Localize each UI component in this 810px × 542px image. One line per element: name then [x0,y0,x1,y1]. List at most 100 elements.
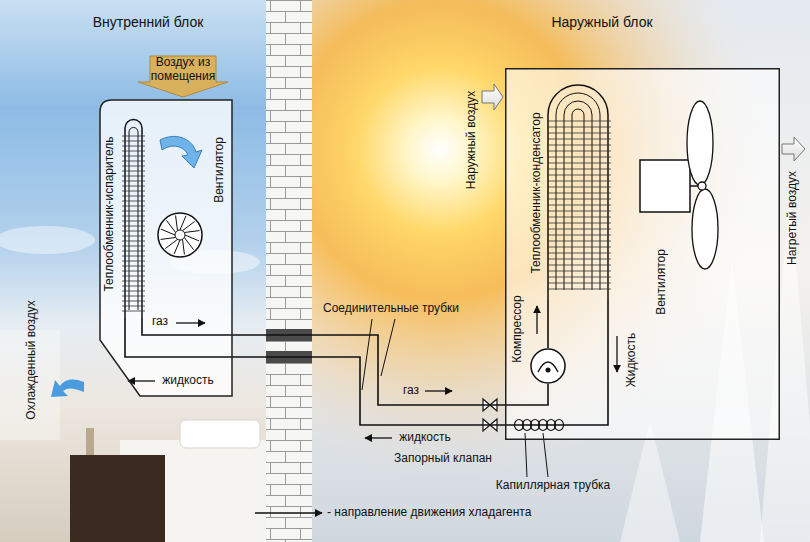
condenser-fin [547,247,611,248]
fan-blade [185,235,199,241]
air-swirl-arrow [160,136,202,168]
condenser-fin [547,211,611,212]
outdoor-unit: Наружный блокТеплообменник-конденсаторКо… [505,68,780,440]
evaporator-fin [122,216,145,217]
air-label: Охлажденный воздух [25,300,39,420]
evaporator-fin [122,291,145,292]
fan-blade [166,220,175,232]
outdoor-unit-drawing [505,68,780,440]
evaporator-fin [122,181,145,182]
evaporator-fin [122,211,145,212]
evaporator-fin [122,146,145,147]
evaporator-fin [122,156,145,157]
condenser-fin [547,139,611,140]
condenser-fin [547,259,611,260]
indoor-unit: Внутренний блокТеплообменник-испарительВ… [98,98,234,398]
condenser-fin [547,127,611,128]
pillow [180,420,260,448]
condenser-fin [547,253,611,254]
condenser-fin [547,133,611,134]
evaporator-fin [122,191,145,192]
propeller-blade [687,101,713,185]
flow-arrow [176,322,205,323]
fan-blade [161,229,175,235]
evaporator-fin [122,266,145,267]
fan-shaft [690,185,698,187]
fan-blade [184,238,193,250]
condenser-fin [547,121,611,122]
fan-hub [175,230,185,240]
evaporator-fin [122,186,145,187]
compressor: Компрессор [530,348,566,384]
condenser-tube [556,93,600,290]
evaporator-tube [129,128,138,311]
outdoor-housing-outline [506,69,780,440]
indoor-unit-fill [100,100,232,396]
flow-arrow [128,380,155,381]
evaporator-fin [122,226,145,227]
leader-line [362,319,372,390]
part-label: Теплообменник-испаритель [103,136,117,291]
sun-glow [312,0,810,542]
condenser-fin [547,289,611,290]
fan-blade [176,215,178,230]
unit-heading: Наружный блок [551,14,652,30]
condenser-fin [547,241,611,242]
condenser-fin [547,145,611,146]
indoor-fan: Вентилятор [152,125,232,265]
part-label: Соединительные трубки [323,302,459,316]
flow-label: Жидкость [625,333,639,388]
flow-label: жидкость [399,431,451,445]
lamp [86,428,94,455]
unit-heading: Внутренний блок [93,14,204,30]
flow-arrow [536,306,537,334]
condenser-tube [548,85,608,300]
evaporator-fin [122,201,145,202]
legend-text: - направление движения хладагента [327,506,531,520]
evaporator-fin [122,231,145,232]
condenser-fin [547,217,611,218]
outdoor-fan: Вентилятор [635,95,727,327]
cloud [0,226,95,254]
brick-wall [266,0,312,542]
sky-room-ground [0,0,266,542]
air-label: Наружный воздух [465,91,479,189]
part-label: Компрессор [511,295,525,362]
evaporator-fin [122,236,145,237]
evaporator-fin [122,206,145,207]
condenser-fin [547,175,611,176]
propeller-hub [698,182,706,190]
evaporator-fin [122,136,145,137]
fan-rotor [158,213,202,257]
part-label: Вентилятор [655,249,669,315]
condenser-fin [547,265,611,266]
flow-label: жидкость [162,374,214,388]
evaporator-fin [122,281,145,282]
condenser-fin [547,271,611,272]
evaporator-fin [122,311,145,312]
fan-blade [183,239,185,254]
condenser-fin [547,151,611,152]
condenser-fin [547,283,611,284]
heated-air-arrow [782,137,805,161]
nightstand [70,455,165,542]
outside-air-arrow [482,84,503,110]
indoor-housing-outline [100,100,232,396]
evaporator-fin [122,221,145,222]
legend-arrow-sample [255,512,322,513]
condenser-fin [547,181,611,182]
refrigerant-pipe [547,300,549,348]
evaporator-fin [122,261,145,262]
evaporator-fin [122,271,145,272]
fan-blade [160,238,175,240]
condenser-fin [547,229,611,230]
winter-ground [312,0,810,542]
flow-arrow [616,336,617,372]
outdoor-fan-drawing [635,95,727,327]
evaporator-fin [122,306,145,307]
evaporator-tube [125,120,142,319]
condenser-fin [547,199,611,200]
fan-blade [174,240,180,254]
fan-motor [640,160,690,212]
